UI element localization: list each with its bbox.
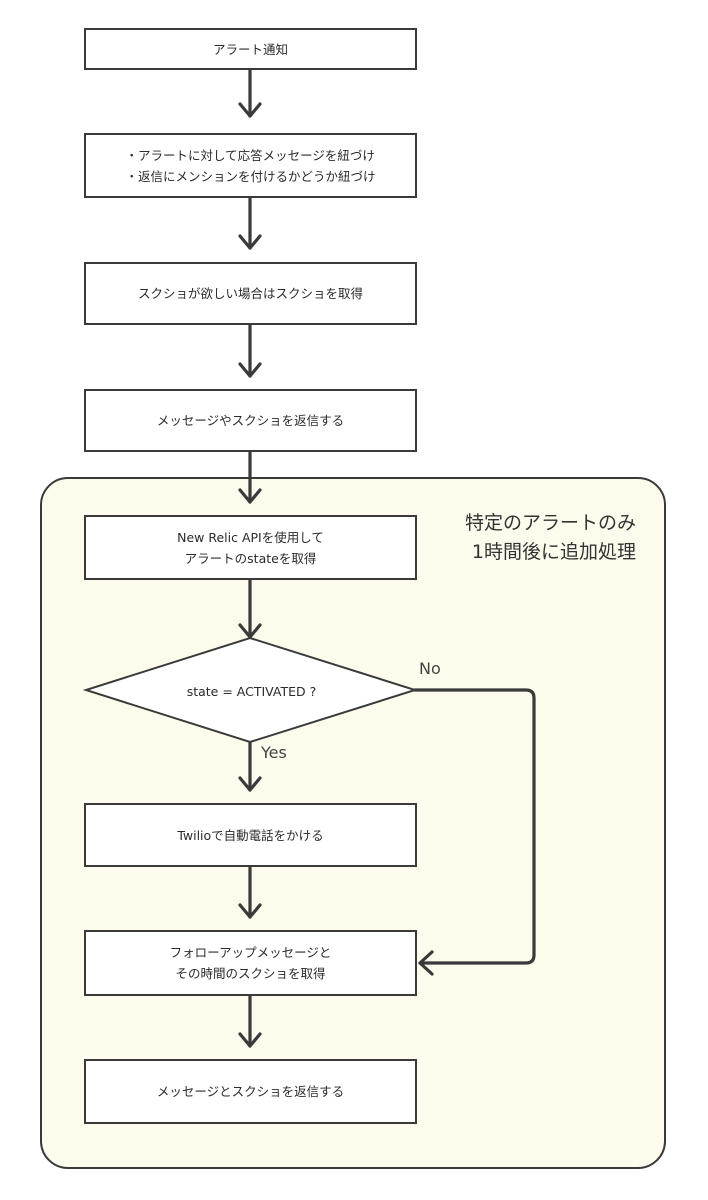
arrow-decision-no	[413, 688, 536, 965]
node-reply-message: メッセージやスクショを返信する	[84, 389, 417, 452]
node-link-messages-line-1: ・アラートに対して応答メッセージを紐づけ	[125, 147, 375, 163]
region-label-line-1: 特定のアラートのみ	[464, 512, 636, 534]
node-get-state-line-1: New Relic APIを使用して	[177, 529, 324, 545]
edge-label-no: No	[419, 659, 441, 678]
node-twilio-call-text: Twilioで自動電話をかける	[177, 827, 324, 843]
node-reply-final-text: メッセージとスクショを返信する	[156, 1084, 345, 1099]
node-get-screenshot-text: スクショが欲しい場合はスクショを取得	[137, 286, 363, 301]
region-label-line-2: 1時間後に追加処理	[471, 541, 636, 563]
node-get-state: New Relic APIを使用して アラートのstateを取得	[84, 515, 417, 580]
arrowhead-4	[238, 488, 262, 504]
node-alert-notice: アラート通知	[84, 28, 417, 70]
edge-label-yes: Yes	[261, 743, 287, 762]
node-follow-up: フォローアップメッセージと その時間のスクショを取得	[84, 930, 417, 996]
arrowhead-9	[418, 950, 434, 976]
node-get-state-line-2: アラートのstateを取得	[184, 550, 317, 566]
region-label: 特定のアラートのみ 1時間後に追加処理	[465, 509, 636, 567]
node-reply-final: メッセージとスクショを返信する	[84, 1059, 417, 1124]
arrowhead-3	[238, 362, 262, 378]
node-link-messages-line-2: ・返信にメンションを付けるかどうか紐づけ	[125, 168, 376, 184]
arrowhead-1	[238, 102, 262, 118]
decision-diamond	[82, 636, 419, 744]
node-twilio-call: Twilioで自動電話をかける	[84, 803, 417, 867]
node-get-screenshot: スクショが欲しい場合はスクショを取得	[84, 262, 417, 325]
decision-label: state = ACTIVATED ?	[186, 684, 317, 699]
node-link-messages: ・アラートに対して応答メッセージを紐づけ ・返信にメンションを付けるかどうか紐づ…	[84, 133, 417, 198]
node-follow-up-line-2: その時間のスクショを取得	[175, 966, 326, 981]
arrowhead-2	[238, 234, 262, 250]
arrowhead-6	[238, 776, 262, 792]
node-reply-message-text: メッセージやスクショを返信する	[156, 413, 345, 428]
node-alert-notice-text: アラート通知	[212, 41, 288, 57]
arrowhead-8	[238, 1032, 262, 1048]
node-follow-up-line-1: フォローアップメッセージと	[169, 945, 332, 960]
arrowhead-7	[238, 903, 262, 919]
